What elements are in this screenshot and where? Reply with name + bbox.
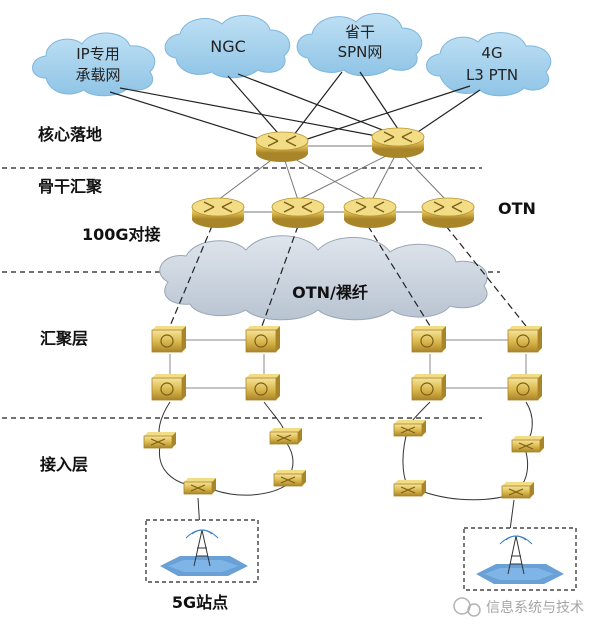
agg-switch-l1: [151, 326, 186, 353]
backbone-router-2: [271, 197, 325, 228]
agg-switch-l2: [245, 326, 280, 353]
agg-ring-links: [169, 339, 527, 389]
access-device-r2: [511, 436, 544, 453]
access-device-l3: [183, 478, 216, 495]
watermark: 信息系统与技术: [453, 597, 584, 617]
cloud-spn-line2: SPN网: [338, 43, 383, 61]
core-router-left: [255, 131, 309, 162]
layer-label-access: 接入层: [40, 455, 88, 474]
backbone-router-1: [191, 197, 245, 228]
access-device-r1: [393, 420, 426, 437]
cloud-spn: 省干 SPN网: [296, 12, 423, 77]
cloud-ptn-line1: 4G: [481, 44, 502, 62]
agg-switch-l4: [245, 374, 280, 401]
cloud-ip-line2: 承载网: [75, 66, 120, 84]
cloud-ngc-label: NGC: [210, 37, 246, 56]
access-device-l1: [143, 432, 176, 449]
site-label: 5G站点: [172, 593, 228, 612]
access-loops: [158, 401, 533, 531]
backbone-router-4: [421, 197, 475, 228]
cloud-spn-line1: 省干: [345, 23, 375, 41]
layer-label-core: 核心落地: [38, 125, 102, 144]
cloud-ptn-line2: L3 PTN: [466, 66, 518, 84]
core-router-right: [371, 127, 425, 158]
site-box-left: [145, 519, 259, 583]
access-device-r4: [501, 482, 534, 499]
layer-label-100g: 100G对接: [82, 225, 161, 244]
layer-label-backbone: 骨干汇聚: [38, 177, 103, 196]
watermark-text: 信息系统与技术: [486, 599, 584, 616]
access-device-l4: [273, 470, 306, 487]
layer-label-aggregation: 汇聚层: [40, 329, 88, 348]
access-device-r3: [393, 480, 426, 497]
cloud-core-links: [109, 71, 481, 147]
backbone-agg-links: [169, 225, 527, 327]
access-device-l2: [269, 428, 302, 445]
agg-switch-l3: [151, 374, 186, 401]
cloud-otn-label: OTN/裸纤: [292, 283, 368, 302]
site-box-right: [463, 527, 577, 591]
core-backbone-links: [217, 145, 447, 213]
agg-switch-r4: [507, 374, 542, 401]
tower-icon-left: [185, 529, 219, 567]
otn-label: OTN: [498, 199, 536, 218]
backbone-router-3: [343, 197, 397, 228]
cloud-ptn: 4G L3 PTN: [426, 32, 552, 97]
tower-icon-right: [499, 535, 533, 575]
agg-switch-r1: [411, 326, 446, 353]
cloud-ngc: NGC: [164, 14, 291, 79]
cloud-ip-line1: IP专用: [76, 45, 119, 63]
cloud-ip: IP专用 承载网: [32, 32, 156, 97]
agg-switch-r3: [411, 374, 446, 401]
agg-switch-r2: [507, 326, 542, 353]
cloud-otn: OTN/裸纤: [159, 235, 488, 321]
